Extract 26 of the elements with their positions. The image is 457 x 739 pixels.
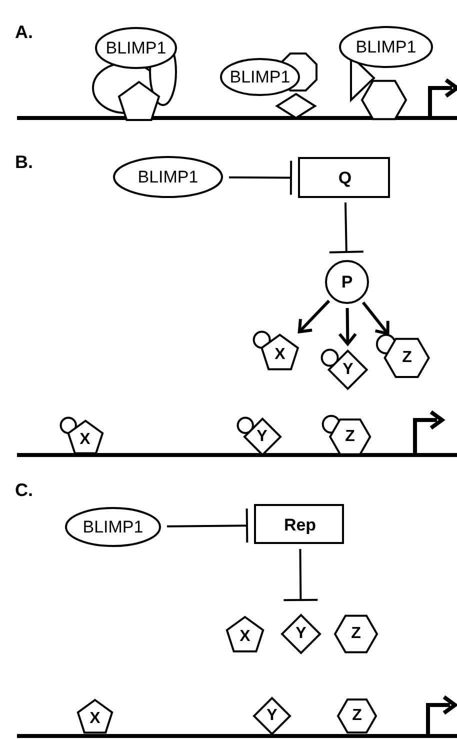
protein-label: X bbox=[240, 629, 250, 645]
protein-label: BLIMP1 bbox=[138, 168, 198, 186]
protein-label: Q bbox=[338, 170, 352, 186]
protein-label: Z bbox=[402, 350, 412, 366]
protein-label: Z bbox=[345, 428, 355, 445]
panel-letter: A. bbox=[15, 22, 33, 43]
protein-label: Y bbox=[266, 708, 278, 724]
protein-label: BLIMP1 bbox=[356, 38, 416, 56]
arrow bbox=[362, 301, 390, 336]
protein-label: Z bbox=[351, 626, 361, 642]
arrow bbox=[338, 308, 358, 346]
protein-label: Z bbox=[352, 708, 362, 724]
protein-label: P bbox=[341, 274, 353, 290]
protein-label: Y bbox=[256, 428, 268, 445]
protein-label: X bbox=[80, 432, 90, 448]
panel-letter: B. bbox=[15, 152, 33, 173]
protein-label: Rep bbox=[284, 516, 316, 534]
protein-label: X bbox=[90, 711, 100, 727]
protein-label: Y bbox=[296, 626, 306, 642]
protein-label: BLIMP1 bbox=[82, 518, 144, 536]
panel-letter: C. bbox=[15, 480, 33, 501]
protein-label: X bbox=[274, 346, 286, 363]
arrow bbox=[298, 300, 330, 334]
protein-label: BLIMP1 bbox=[230, 68, 290, 86]
protein-label: Y bbox=[342, 362, 354, 378]
protein-label: BLIMP1 bbox=[106, 40, 166, 56]
